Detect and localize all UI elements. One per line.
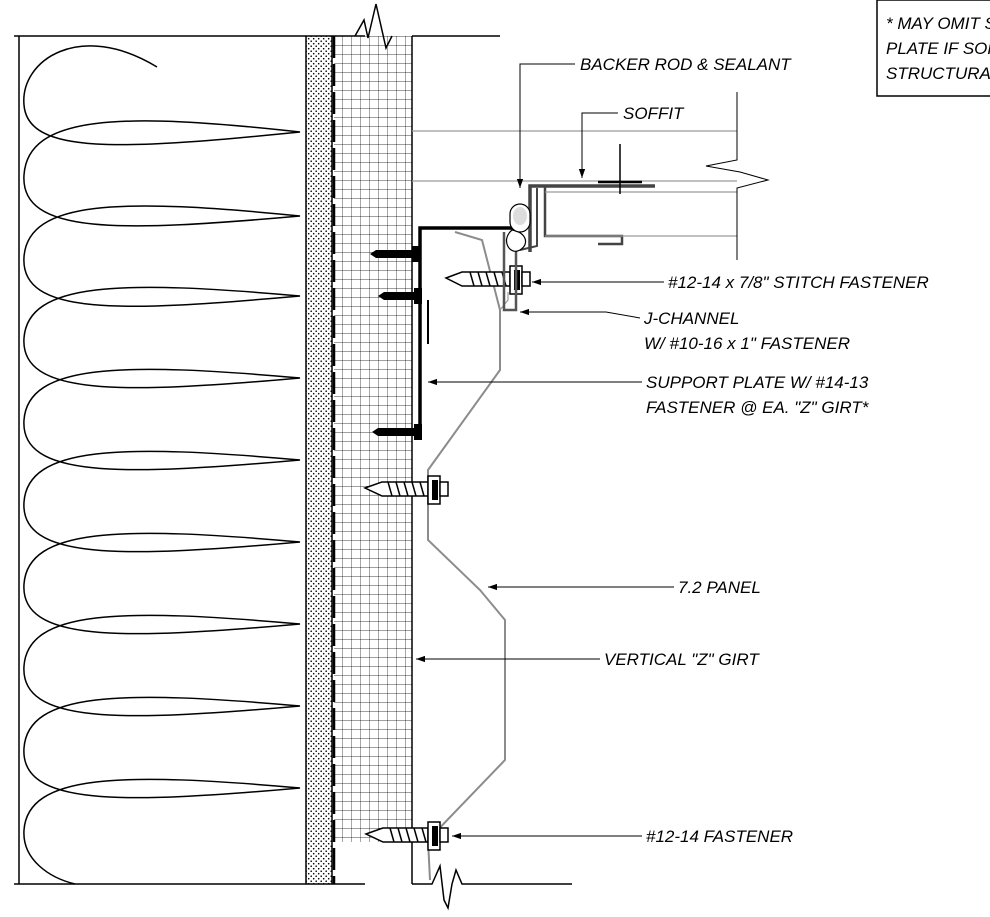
label-support-plate-fastener: FASTENER @ EA. "Z" GIRT* (646, 398, 870, 417)
leader-soffit (578, 112, 618, 178)
fastener-bottom (364, 821, 449, 851)
fastener-top-1 (370, 246, 420, 262)
callout-labels: BACKER ROD & SEALANT SOFFIT #12-14 x 7/8… (580, 55, 929, 846)
soffit-assembly (412, 92, 770, 312)
label-backer-rod: BACKER ROD & SEALANT (580, 55, 792, 74)
label-support-plate: SUPPORT PLATE W/ #14-13 (646, 373, 869, 392)
soffit-break-line (705, 92, 770, 260)
label-fastener-12-14: #12-14 FASTENER (646, 827, 793, 846)
label-z-girt: VERTICAL "Z" GIRT (604, 650, 760, 669)
note-line-3: STRUCTURALLY SUPPORTED (886, 64, 990, 83)
break-line-top (354, 3, 393, 51)
label-soffit: SOFFIT (623, 104, 685, 123)
sealant-bead (506, 229, 527, 252)
soffit-top-trim (528, 184, 655, 252)
leader-backer-rod (516, 63, 575, 188)
j-channel (502, 232, 518, 312)
panel-assembly (426, 231, 509, 881)
batt-insulation-loops (23, 45, 301, 885)
break-line-bottom (412, 863, 572, 911)
leaders (416, 63, 674, 840)
note-line-2: PLATE IF SOFFIT IS (886, 39, 990, 58)
rigid-insulation-grid (334, 36, 412, 842)
note-box: * MAY OMIT SUPPORT PLATE IF SOFFIT IS ST… (876, 0, 990, 97)
leader-j-channel (520, 308, 641, 319)
fastener-top-2 (378, 288, 422, 304)
fastener-support-plate (372, 424, 422, 440)
note-line-1: * MAY OMIT SUPPORT (886, 14, 990, 33)
label-j-channel: J-CHANNEL (643, 309, 739, 328)
label-panel: 7.2 PANEL (678, 578, 761, 597)
label-stitch-fastener: #12-14 x 7/8" STITCH FASTENER (668, 273, 929, 292)
panel-7-2-profile (426, 231, 506, 881)
soffit-return (519, 188, 538, 251)
note-frame (876, 0, 990, 97)
sheathing-strip (306, 36, 332, 884)
batt-insulation (23, 45, 301, 885)
support-plate (418, 226, 514, 440)
panel-return (499, 292, 509, 311)
stitch-fastener (444, 265, 531, 295)
fastener-mid (363, 475, 449, 505)
label-j-channel-fastener: W/ #10-16 x 1" FASTENER (644, 334, 850, 353)
soffit-j-trim (543, 186, 624, 246)
support-plate-line (418, 226, 514, 440)
wall-assembly (14, 3, 572, 911)
